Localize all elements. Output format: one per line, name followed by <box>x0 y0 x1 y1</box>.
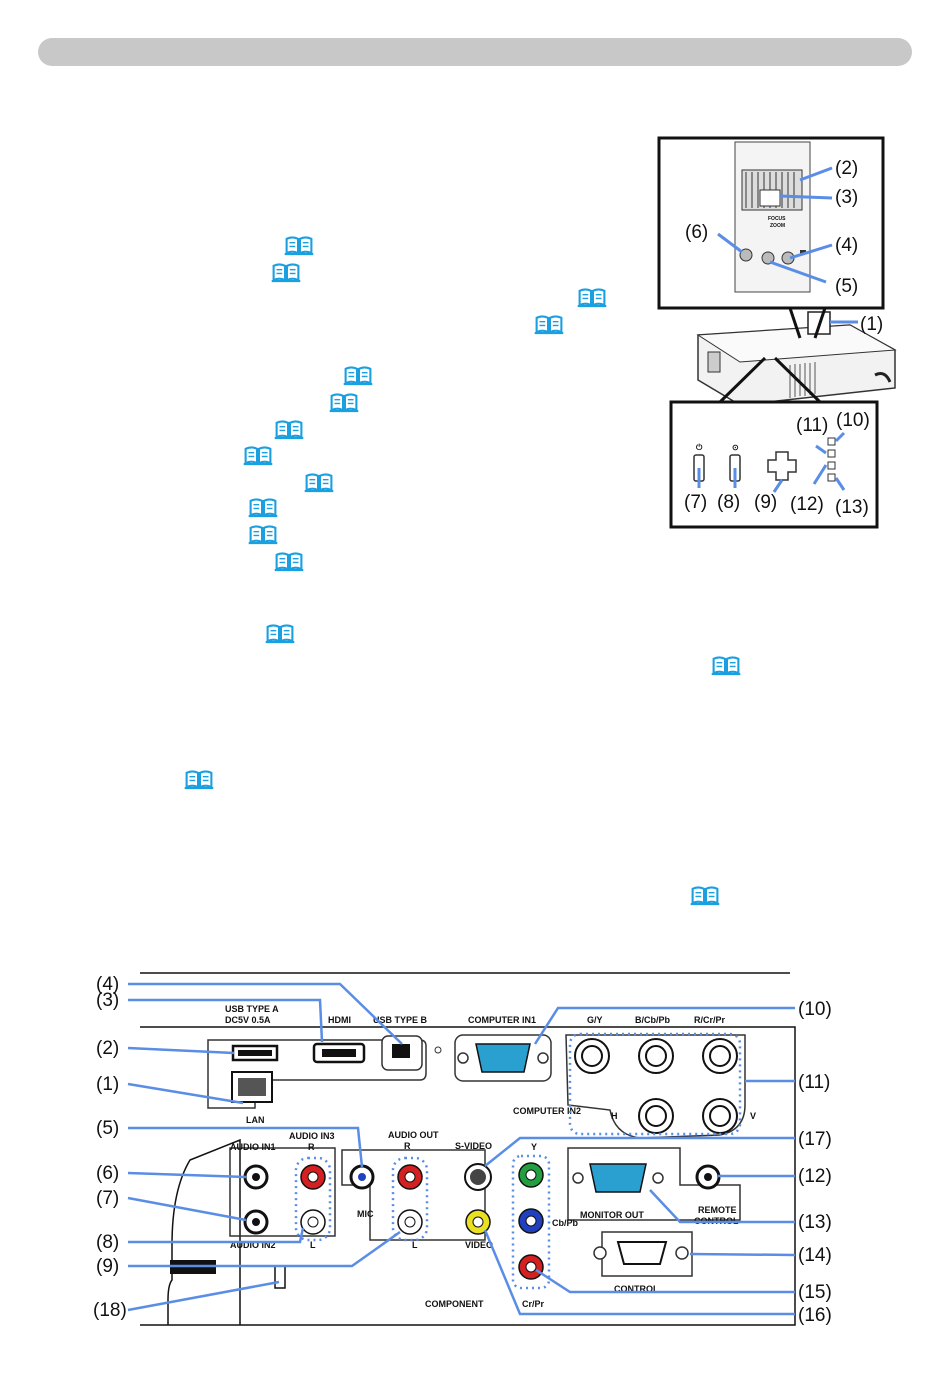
callout-14: (14) <box>798 1245 832 1266</box>
port-label-audio-in3-r: R <box>308 1142 315 1152</box>
book-reference-icon[interactable] <box>274 552 304 572</box>
callout-12: (12) <box>798 1166 832 1187</box>
book-reference-icon[interactable] <box>329 393 359 413</box>
port-label-usb-type-a: USB TYPE A <box>225 1004 279 1014</box>
book-reference-icon[interactable] <box>690 886 720 906</box>
port-label-s-video: S-VIDEO <box>455 1141 492 1151</box>
port-label-audio-in3: AUDIO IN3 <box>289 1131 335 1141</box>
port-label-h: H <box>611 1111 618 1121</box>
label-12: (12) <box>790 494 824 515</box>
callout-17: (17) <box>798 1129 832 1150</box>
callout-6: (6) <box>96 1163 119 1184</box>
port-label-video: VIDEO <box>465 1240 493 1250</box>
port-label-rcrpr: R/Cr/Pr <box>694 1015 726 1025</box>
book-reference-icon[interactable] <box>577 288 607 308</box>
header-bar <box>38 38 912 66</box>
callout-15: (15) <box>798 1282 832 1303</box>
callout-13: (13) <box>798 1212 832 1233</box>
port-label-audio-out-r: R <box>404 1141 411 1151</box>
label-2: (2) <box>835 158 858 179</box>
monitor-out-port <box>589 1163 647 1193</box>
port-label-bcbpb: B/Cb/Pb <box>635 1015 671 1025</box>
port-label-usb-type-b: USB TYPE B <box>373 1015 428 1025</box>
port-label-crpr: Cr/Pr <box>522 1299 545 1309</box>
port-label-audio-in2: AUDIO IN2 <box>230 1240 276 1250</box>
label-1: (1) <box>860 314 883 335</box>
port-label-monitor-out: MONITOR OUT <box>580 1210 644 1220</box>
port-label-component: COMPONENT <box>425 1299 484 1309</box>
callout-2: (2) <box>96 1038 119 1059</box>
callout-4: (4) <box>96 974 119 995</box>
port-label-remote: REMOTE <box>698 1205 737 1215</box>
callout-10: (10) <box>798 999 832 1020</box>
label-7: (7) <box>684 492 707 513</box>
port-label-usb-rating: DC5V 0.5A <box>225 1015 271 1025</box>
callout-9: (9) <box>96 1256 119 1277</box>
usb-b-port <box>392 1044 410 1058</box>
book-reference-icon[interactable] <box>304 473 334 493</box>
book-reference-icon[interactable] <box>274 420 304 440</box>
svg-text:⊙: ⊙ <box>732 443 739 452</box>
label-5: (5) <box>835 276 858 297</box>
label-6: (6) <box>685 222 708 243</box>
callout-8: (8) <box>96 1232 119 1253</box>
port-label-lan: LAN <box>246 1115 265 1125</box>
port-label-gy: G/Y <box>587 1015 603 1025</box>
label-13: (13) <box>835 497 869 518</box>
port-label-audio-in3-l: L <box>310 1240 316 1250</box>
label-4: (4) <box>835 235 858 256</box>
book-reference-icon[interactable] <box>248 525 278 545</box>
callout-18: (18) <box>93 1300 127 1321</box>
port-label-v: V <box>750 1111 756 1121</box>
label-10: (10) <box>836 410 870 431</box>
callout-3: (3) <box>96 990 119 1011</box>
svg-text:FOCUS: FOCUS <box>768 216 786 222</box>
port-label-computer-in1: COMPUTER IN1 <box>468 1015 536 1025</box>
book-reference-icon[interactable] <box>265 624 295 644</box>
book-reference-icon[interactable] <box>534 315 564 335</box>
port-label-computer-in2: COMPUTER IN2 <box>513 1106 581 1116</box>
label-11: (11) <box>796 415 828 436</box>
callout-5: (5) <box>96 1118 119 1139</box>
callout-11: (11) <box>798 1072 830 1093</box>
port-label-audio-out: AUDIO OUT <box>388 1130 439 1140</box>
book-reference-icon[interactable] <box>248 498 278 518</box>
port-label-cbpb: Cb/Pb <box>552 1218 579 1228</box>
port-label-control: CONTROL <box>614 1284 659 1294</box>
port-label-mic: MIC <box>357 1209 374 1219</box>
rear-panel-figure: USB TYPE A DC5V 0.5A HDMI USB TYPE B COM… <box>93 972 832 1326</box>
label-8: (8) <box>717 492 740 513</box>
svg-text:ZOOM: ZOOM <box>770 223 785 229</box>
book-reference-icon[interactable] <box>343 366 373 386</box>
computer-in1-port <box>475 1043 531 1073</box>
label-9: (9) <box>754 492 777 513</box>
book-reference-icon[interactable] <box>284 236 314 256</box>
callout-1: (1) <box>96 1074 119 1095</box>
port-label-y: Y <box>531 1142 537 1152</box>
callout-7: (7) <box>96 1188 119 1209</box>
projector-top-figure: FOCUS ZOOM (2) (3) (4) (5) (6) (1) ⏻ ⊙ <box>657 136 897 529</box>
port-label-audio-out-l: L <box>412 1240 418 1250</box>
callout-16: (16) <box>798 1305 832 1326</box>
port-label-audio-in1: AUDIO IN1 <box>230 1142 276 1152</box>
svg-text:⏻: ⏻ <box>696 443 703 452</box>
label-3: (3) <box>835 187 858 208</box>
port-label-hdmi: HDMI <box>328 1015 351 1025</box>
book-reference-icon[interactable] <box>184 770 214 790</box>
book-reference-icon[interactable] <box>711 656 741 676</box>
book-reference-icon[interactable] <box>271 263 301 283</box>
book-reference-icon[interactable] <box>243 446 273 466</box>
